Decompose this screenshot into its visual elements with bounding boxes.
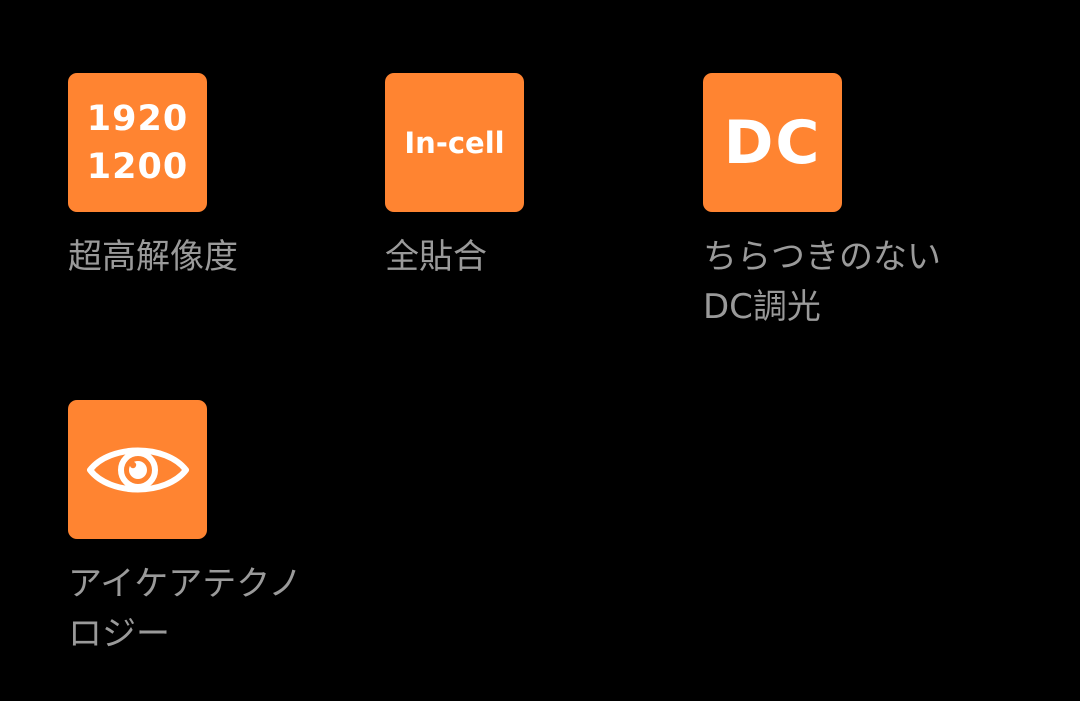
- dc-text: DC: [723, 107, 822, 178]
- feature-in-cell: In-cell 全貼合: [385, 73, 685, 282]
- dc-dimming-icon: DC: [703, 73, 842, 212]
- in-cell-icon: In-cell: [385, 73, 524, 212]
- feature-label: 超高解像度: [68, 237, 238, 277]
- feature-label: 全貼合: [385, 237, 487, 277]
- resolution-icon: 1920 1200: [68, 73, 207, 212]
- feature-label: ちらつきのない DC調光: [703, 237, 941, 327]
- feature-eye-care: アイケアテクノ ロジー: [68, 400, 368, 659]
- eye-icon: [68, 400, 207, 539]
- feature-dc-dimming: DC ちらつきのない DC調光: [703, 73, 1003, 332]
- feature-label: アイケアテクノ ロジー: [68, 564, 303, 654]
- feature-high-resolution: 1920 1200 超高解像度: [68, 73, 368, 282]
- eye-icon-graphic: [86, 447, 189, 492]
- resolution-height: 1200: [86, 146, 189, 187]
- resolution-width: 1920: [86, 98, 189, 139]
- in-cell-text: In-cell: [404, 125, 505, 160]
